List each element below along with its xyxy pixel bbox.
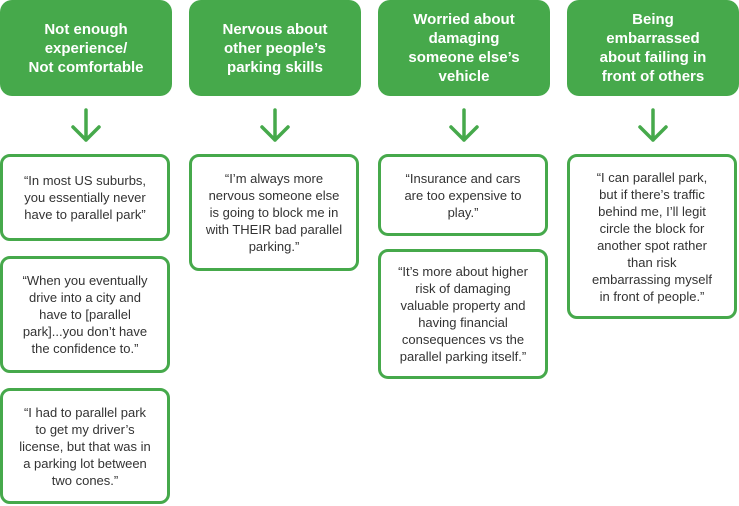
category-header: Nervous about other people’s parking ski… [189, 0, 361, 96]
column-other-drivers: Nervous about other people’s parking ski… [189, 0, 361, 506]
category-header: Worried about damaging someone else’s ve… [378, 0, 550, 96]
arrow-down-icon [638, 108, 668, 142]
column-damage: Worried about damaging someone else’s ve… [378, 0, 550, 506]
quote-card: “I’m always more nervous someone else is… [189, 154, 359, 271]
category-header: Being embarrassed about failing in front… [567, 0, 739, 96]
quote-card: “Insurance and cars are too expensive to… [378, 154, 548, 236]
quote-card: “It’s more about higher risk of damaging… [378, 249, 548, 379]
quote-card: “I had to parallel park to get my driver… [0, 388, 170, 504]
column-embarrassment: Being embarrassed about failing in front… [567, 0, 739, 506]
arrow-down-icon [260, 108, 290, 142]
quote-card: “I can parallel park, but if there’s tra… [567, 154, 737, 319]
quote-card: “In most US suburbs, you essentially nev… [0, 154, 170, 241]
column-experience: Not enough experience/ Not comfortable “… [0, 0, 172, 506]
quote-card: “When you eventually drive into a city a… [0, 256, 170, 373]
arrow-down-icon [449, 108, 479, 142]
category-header: Not enough experience/ Not comfortable [0, 0, 172, 96]
arrow-down-icon [71, 108, 101, 142]
